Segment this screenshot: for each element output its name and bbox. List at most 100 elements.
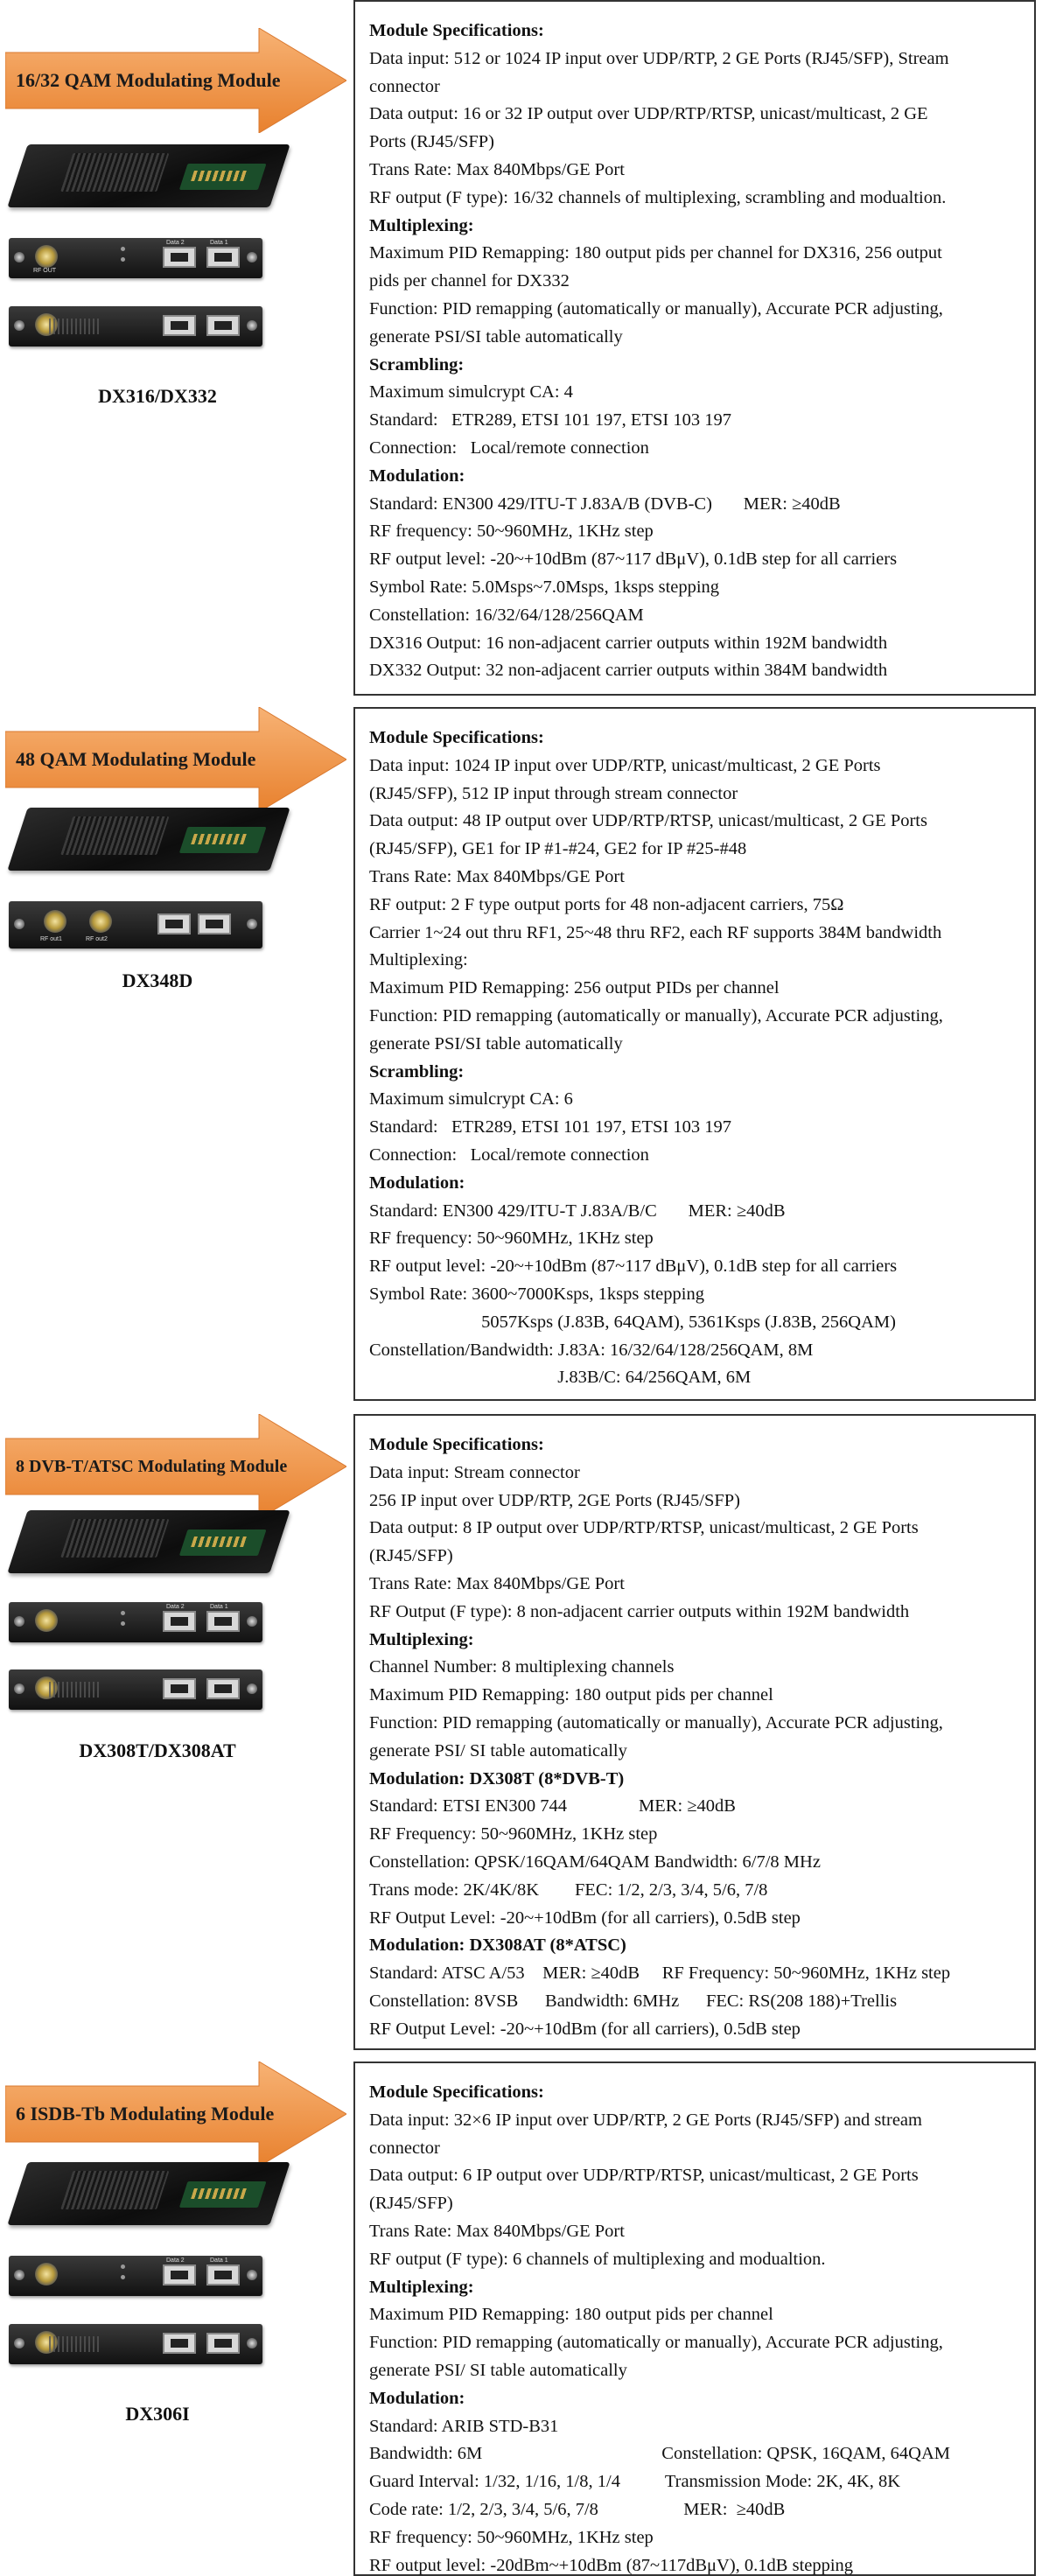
spec-line: Standard: ATSC A/53 MER: ≥40dB RF Freque… xyxy=(369,1964,951,1984)
spec-line: Standard: ETR289, ETSI 101 197, ETSI 103… xyxy=(369,410,731,430)
module-banner-arrow: 16/32 QAM Modulating Module xyxy=(5,28,346,133)
model-name: DX308T/DX308AT xyxy=(79,1740,236,1761)
spec-line: generate PSI/SI table automatically xyxy=(369,1033,623,1054)
spec-heading: Module Specifications: xyxy=(369,21,544,40)
model-name: DX316/DX332 xyxy=(98,385,217,407)
module-banner-arrow: 6 ISDB-Tb Modulating Module xyxy=(5,2062,346,2166)
rf-out1-label: RF out1 xyxy=(40,936,62,942)
data1-label: Data 1 xyxy=(210,1604,228,1610)
spec-line: Function: PID remapping (automatically o… xyxy=(369,298,943,318)
front-panel-image: Data 2 Data 1 xyxy=(9,2256,262,2296)
orange-arrow-icon xyxy=(5,707,346,812)
module-banner-arrow: 8 DVB-T/ATSC Modulating Module xyxy=(5,1414,346,1519)
spec-line: RF output (F type): 6 channels of multip… xyxy=(369,2249,826,2269)
spec-line: Trans Rate: Max 840Mbps/GE Port xyxy=(369,159,625,179)
spec-heading: Module Specifications: xyxy=(369,728,544,747)
spec-box: Module Specifications:Data input: 32×6 I… xyxy=(353,2062,1036,2576)
spec-line: Code rate: 1/2, 2/3, 3/4, 5/6, 7/8 MER: … xyxy=(369,2499,786,2519)
spec-line: Ports (RJ45/SFP) xyxy=(369,132,494,152)
spec-line: 5057Ksps (J.83B, 64QAM), 5361Ksps (J.83B… xyxy=(369,1312,896,1332)
spec-heading: Modulation: xyxy=(369,2388,465,2408)
spec-line: (RJ45/SFP) xyxy=(369,2194,453,2214)
spec-lines: Module Specifications:Data input: Stream… xyxy=(369,1432,1018,2044)
model-name: DX306I xyxy=(125,2403,190,2425)
spec-line: connector xyxy=(369,76,440,96)
spec-heading: Multiplexing: xyxy=(369,1629,474,1649)
spec-line: Data output: 48 IP output over UDP/RTP/R… xyxy=(369,811,927,831)
spec-line: Symbol Rate: 3600~7000Ksps, 1ksps steppi… xyxy=(369,1284,704,1304)
spec-line: Standard: ETR289, ETSI 101 197, ETSI 103… xyxy=(369,1117,731,1138)
spec-line: RF Output (F type): 8 non-adjacent carri… xyxy=(369,1601,910,1621)
orange-arrow-icon xyxy=(5,1414,346,1519)
spec-line: Data input: 512 or 1024 IP input over UD… xyxy=(369,48,949,68)
spec-line: Maximum PID Remapping: 256 output PIDs p… xyxy=(369,978,780,998)
data2-label: Data 2 xyxy=(166,1604,185,1610)
module-board-image xyxy=(7,808,290,871)
spec-line: Constellation: 8VSB Bandwidth: 6MHz FEC:… xyxy=(369,1991,898,2011)
front-panel-image xyxy=(9,1670,262,1710)
spec-line: Maximum simulcrypt CA: 4 xyxy=(369,382,573,402)
spec-line: Function: PID remapping (automatically o… xyxy=(369,2333,943,2353)
spec-lines: Module Specifications:Data input: 32×6 I… xyxy=(369,2079,1018,2576)
spec-line: Data input: Stream connector xyxy=(369,1462,580,1482)
spec-line: (RJ45/SFP), GE1 for IP #1-#24, GE2 for I… xyxy=(369,839,747,859)
front-panel-image xyxy=(9,306,262,346)
data1-label: Data 1 xyxy=(210,240,228,246)
spec-line: RF frequency: 50~960MHz, 1KHz step xyxy=(369,522,654,542)
spec-line: generate PSI/ SI table automatically xyxy=(369,1740,627,1760)
spec-line: Constellation: 16/32/64/128/256QAM xyxy=(369,605,644,625)
module-board-image xyxy=(7,2162,290,2225)
spec-line: connector xyxy=(369,2138,440,2158)
module-banner-title: 48 QAM Modulating Module xyxy=(16,748,256,770)
rf-out2-label: RF out2 xyxy=(86,936,108,942)
spec-line: (RJ45/SFP) xyxy=(369,1546,453,1566)
spec-line: Guard Interval: 1/32, 1/16, 1/8, 1/4 Tra… xyxy=(369,2472,901,2492)
spec-line: Symbol Rate: 5.0Msps~7.0Msps, 1ksps step… xyxy=(369,577,720,597)
front-panel-image: RF out1 RF out2 xyxy=(9,901,262,948)
spec-line: Trans mode: 2K/4K/8K FEC: 1/2, 2/3, 3/4,… xyxy=(369,1880,768,1900)
spec-line: RF output: 2 F type output ports for 48 … xyxy=(369,894,844,914)
module-board-image xyxy=(7,144,290,207)
spec-line: Data output: 6 IP output over UDP/RTP/RT… xyxy=(369,2166,919,2186)
spec-heading: Multiplexing: xyxy=(369,215,474,235)
spec-line: RF Frequency: 50~960MHz, 1KHz step xyxy=(369,1824,658,1844)
spec-line: Standard: ETSI EN300 744 MER: ≥40dB xyxy=(369,1796,736,1816)
data2-label: Data 2 xyxy=(166,240,185,246)
spec-line: Data output: 8 IP output over UDP/RTP/RT… xyxy=(369,1518,919,1538)
spec-line: DX332 Output: 32 non-adjacent carrier ou… xyxy=(369,661,888,681)
spec-lines: Module Specifications:Data input: 1024 I… xyxy=(369,724,1018,1392)
module-banner-title: 16/32 QAM Modulating Module xyxy=(16,69,281,91)
spec-line: Trans Rate: Max 840Mbps/GE Port xyxy=(369,866,625,886)
spec-line: Function: PID remapping (automatically o… xyxy=(369,1005,943,1026)
spec-line: 256 IP input over UDP/RTP, 2GE Ports (RJ… xyxy=(369,1490,741,1510)
spec-line: Trans Rate: Max 840Mbps/GE Port xyxy=(369,1573,625,1593)
spec-line: Channel Number: 8 multiplexing channels xyxy=(369,1657,675,1677)
spec-line: RF Output Level: -20~+10dBm (for all car… xyxy=(369,2019,801,2039)
spec-line: Maximum PID Remapping: 180 output pids p… xyxy=(369,1685,773,1705)
spec-box: Module Specifications: Data input: 512 or… xyxy=(353,0,1036,696)
spec-line: pids per channel for DX332 xyxy=(369,271,570,291)
spec-line: RF output level: -20dBm~+10dBm (87~117dB… xyxy=(369,2555,854,2575)
spec-line: Maximum PID Remapping: 180 output pids p… xyxy=(369,2305,773,2325)
module-banner-title: 8 DVB-T/ATSC Modulating Module xyxy=(16,1456,288,1476)
spec-lines: Module Specifications: Data input: 512 or… xyxy=(369,18,1018,685)
spec-line: Multiplexing: xyxy=(369,950,468,970)
spec-line: generate PSI/ SI table automatically xyxy=(369,2360,627,2380)
spec-line: Constellation/Bandwidth: J.83A: 16/32/64… xyxy=(369,1340,814,1360)
spec-line: RF output (F type): 16/32 channels of mu… xyxy=(369,187,947,207)
spec-line: Carrier 1~24 out thru RF1, 25~48 thru RF… xyxy=(369,922,942,942)
front-panel-image: RF OUT Data 2 Data 1 xyxy=(9,238,262,278)
spec-line: Standard: ARIB STD-B31 xyxy=(369,2416,559,2436)
spec-line: generate PSI/SI table automatically xyxy=(369,326,623,346)
orange-arrow-icon xyxy=(5,28,346,133)
spec-heading: Multiplexing: xyxy=(369,2277,474,2297)
spec-heading: Scrambling: xyxy=(369,1061,465,1082)
module-banner-title: 6 ISDB-Tb Modulating Module xyxy=(16,2103,275,2124)
spec-line: (RJ45/SFP), 512 IP input through stream … xyxy=(369,783,738,803)
rf-out-label: RF OUT xyxy=(33,268,57,274)
data1-label: Data 1 xyxy=(210,2258,228,2264)
front-panel-image xyxy=(9,2324,262,2364)
spec-line: Data output: 16 or 32 IP output over UDP… xyxy=(369,104,928,124)
spec-line: Standard: EN300 429/ITU-T J.83A/B/C MER:… xyxy=(369,1200,786,1221)
model-name: DX348D xyxy=(122,970,193,991)
